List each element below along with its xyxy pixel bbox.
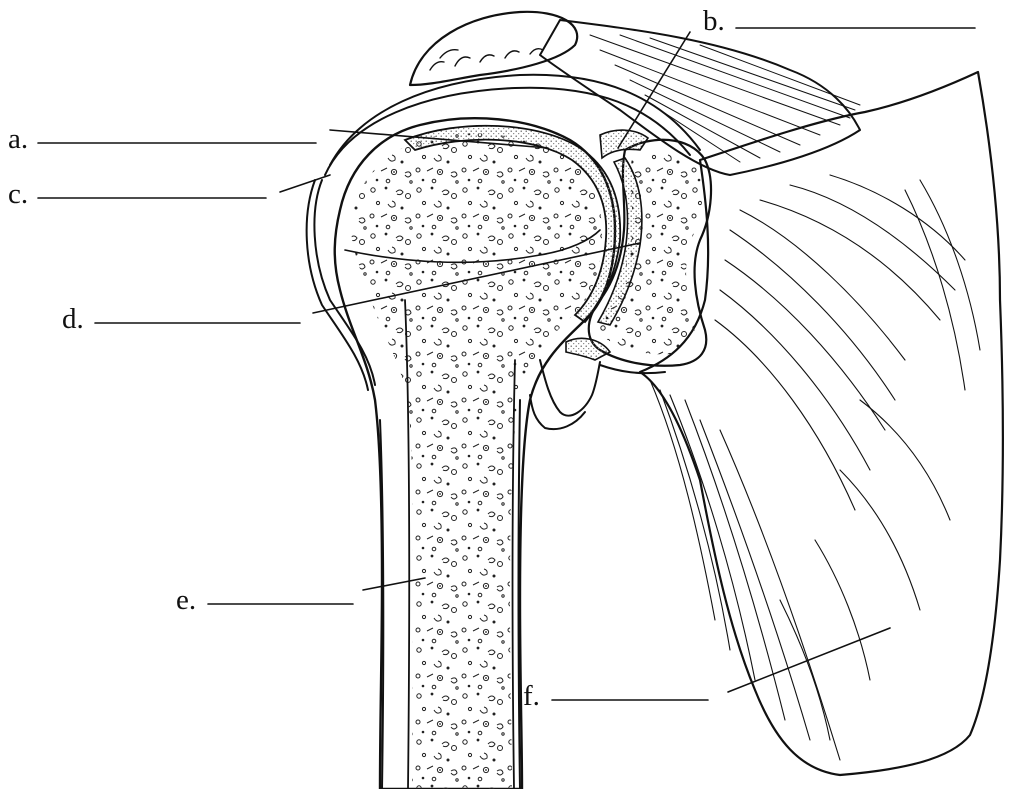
label-d: d. (62, 303, 84, 335)
label-a: a. (8, 123, 28, 155)
clavicle-cap (410, 12, 577, 85)
acromion (540, 20, 860, 175)
label-b: b. (703, 5, 725, 37)
leader-lines (280, 32, 890, 692)
label-e: e. (176, 584, 196, 616)
label-f: f. (523, 680, 540, 712)
humerus (335, 118, 615, 789)
leader-c (280, 175, 330, 192)
label-c: c. (8, 178, 28, 210)
